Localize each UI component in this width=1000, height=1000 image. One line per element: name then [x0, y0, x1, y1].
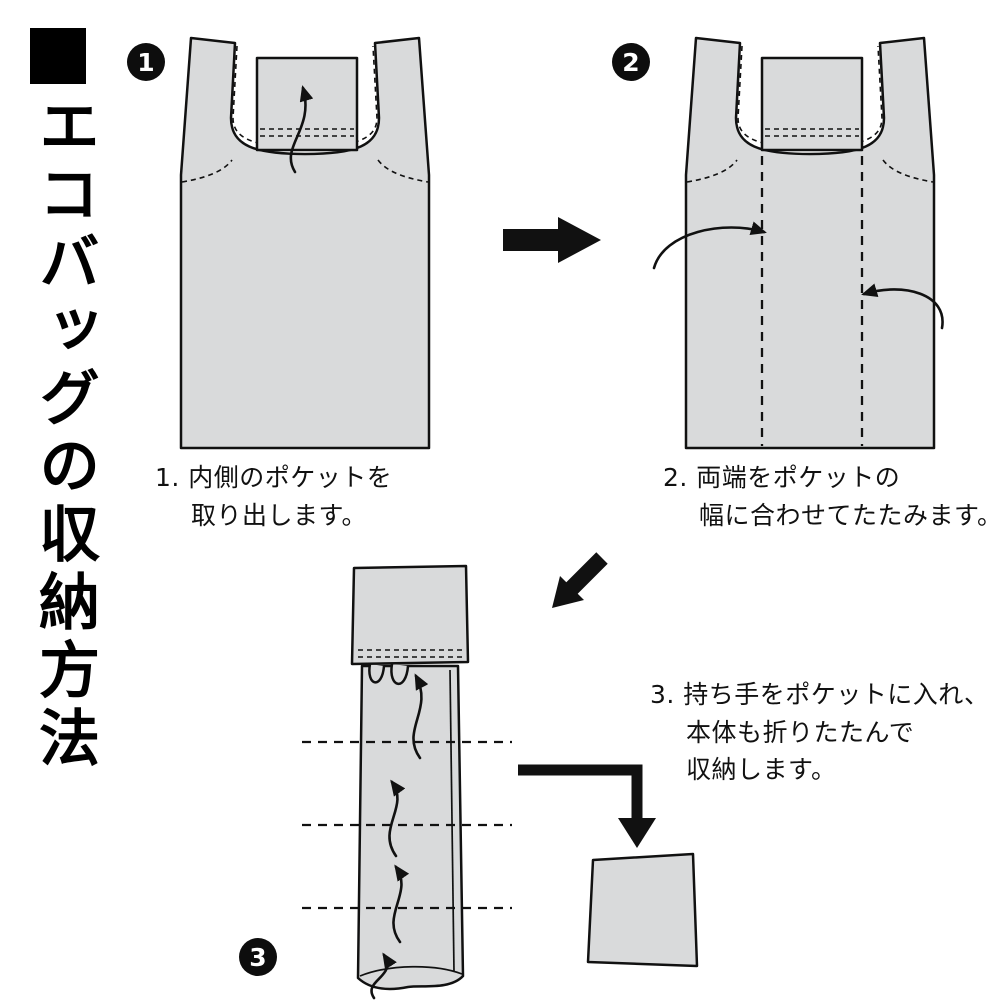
caption-line: 収納します。 — [686, 755, 837, 784]
title-square-mark — [30, 28, 86, 84]
handle-loop — [390, 663, 410, 685]
shoulder-stitch-line — [181, 159, 429, 183]
shoulder-stitch-line — [686, 159, 934, 183]
folded-result-square — [586, 852, 699, 968]
step1-badge: 1 — [127, 43, 165, 81]
folded-strip-illustration — [302, 564, 512, 1000]
fold-left-arrow-icon — [652, 221, 767, 270]
vertical-fold-lines — [760, 156, 864, 446]
fold-right-arrow-icon — [861, 283, 944, 330]
caption-step2: 2. 両端をポケットの 幅に合わせてたたみます。 — [663, 459, 1000, 534]
roll-up-arrow-icon — [412, 673, 429, 760]
bag-step1-illustration — [179, 36, 431, 450]
strip-bottom-fold-line — [359, 965, 463, 977]
roll-up-arrow-icon — [392, 864, 410, 944]
horizontal-fold-lines — [302, 740, 512, 910]
step2-badge: 2 — [612, 43, 650, 81]
caption-line: 本体も折りたたんで — [686, 717, 915, 747]
elbow-down-arrow-icon — [518, 764, 656, 848]
inner-pocket — [255, 56, 359, 152]
page-title: エコバッグの収納方法 — [28, 94, 99, 774]
caption-line: 取り出します。 — [191, 500, 368, 530]
caption-line: 幅に合わせてたたみます。 — [699, 500, 1000, 530]
folded-strip-body — [356, 664, 465, 991]
handle-loop — [368, 663, 386, 684]
bag-step2-illustration — [652, 36, 944, 450]
caption-line: 2. 両端をポケットの — [663, 463, 901, 492]
roll-up-arrow-icon — [370, 952, 397, 1000]
bag-body — [684, 36, 936, 450]
bag-body — [179, 36, 431, 450]
pocket-stitch-line — [765, 128, 859, 137]
caption-line: 1. 内側のポケットを — [155, 463, 393, 492]
down-left-arrow-icon — [552, 552, 608, 608]
caption-line: 3. 持ち手をポケットに入れ、 — [650, 680, 990, 709]
caption-step1: 1. 内側のポケットを 取り出します。 — [155, 459, 392, 534]
caption-step3: 3. 持ち手をポケットに入れ、 本体も折りたたんで 収納します。 — [650, 676, 990, 789]
pocket-stitch-line — [260, 128, 354, 137]
strip-fold-edge-line — [449, 669, 455, 973]
step3-badge: 3 — [239, 938, 277, 976]
pocket-top — [350, 564, 470, 666]
right-arrow-icon — [503, 217, 601, 263]
pull-out-arrow-icon — [289, 85, 314, 174]
roll-up-arrow-icon — [388, 779, 406, 858]
inner-pocket — [760, 56, 864, 152]
